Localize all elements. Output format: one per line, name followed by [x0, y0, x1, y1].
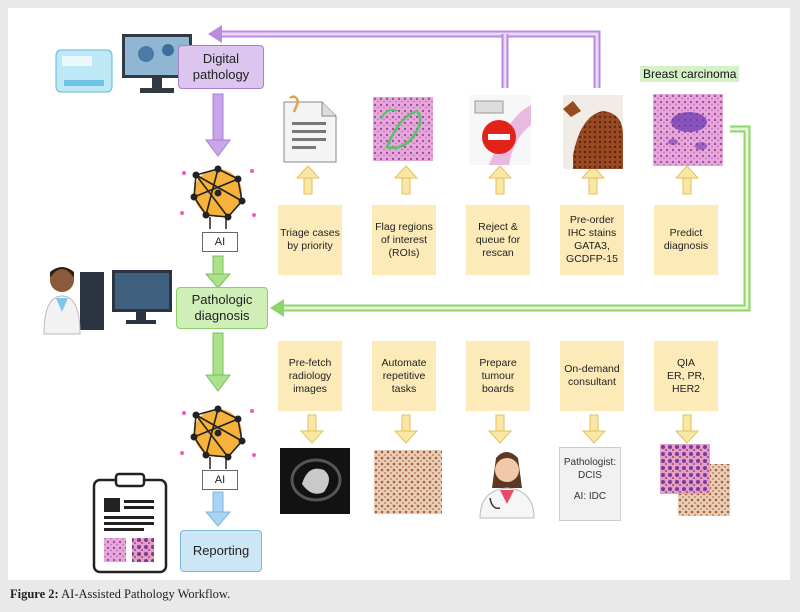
scanner-icon [55, 34, 192, 93]
neural-network-icon [180, 165, 256, 229]
bottom-yellow-arrows [299, 414, 700, 444]
female-doctor-icon [479, 452, 535, 519]
task-reject-rescan: Reject & queue for rescan [466, 205, 530, 275]
ai-label: AI [202, 232, 238, 252]
consult-line-ai: AI: IDC [573, 491, 607, 502]
feedback-loop-purple [208, 25, 601, 88]
workflow-diagram [43, 25, 751, 574]
doctor-computer-icon [43, 267, 172, 335]
task-automate-repetitive: Automate repetitive tasks [372, 341, 436, 411]
consult-card: Pathologist: DCIS AI: IDC [559, 447, 621, 521]
top-yellow-arrows [295, 165, 700, 195]
stained-tissue-icon [374, 450, 442, 514]
neural-network-icon [180, 405, 256, 469]
stage-digital-pathology: Digital pathology [178, 45, 264, 89]
qia-tissue-icon [660, 444, 730, 516]
consult-line-pathologist: Pathologist: [563, 457, 617, 468]
reject-icon [469, 95, 531, 165]
figure-caption: Figure 2: AI-Assisted Pathology Workflow… [10, 587, 230, 602]
flow-arrows [204, 93, 232, 527]
consult-line-dcis: DCIS [578, 470, 602, 481]
document-icon [283, 95, 337, 163]
task-triage: Triage cases by priority [278, 205, 342, 275]
task-prefetch-radiology: Pre-fetch radiology images [278, 341, 342, 411]
task-predict-diagnosis: Predict diagnosis [654, 205, 718, 275]
breast-carcinoma-label: Breast carcinoma [640, 66, 740, 82]
task-qia: QIA ER, PR, HER2 [654, 341, 718, 411]
breast-tissue-icon [653, 94, 723, 166]
stage-reporting: Reporting [180, 530, 262, 572]
caption-prefix: Figure 2: [10, 587, 59, 601]
clipboard-report-icon [92, 472, 168, 574]
ihc-slide-icon [563, 95, 623, 169]
radiology-image-icon [280, 448, 350, 514]
feedback-loop-green [270, 125, 751, 317]
tissue-slide-icon [373, 97, 433, 161]
task-flag-rois: Flag regions of interest (ROIs) [372, 205, 436, 275]
stage-pathologic-diagnosis: Pathologic diagnosis [176, 287, 268, 329]
task-tumour-boards: Prepare tumour boards [466, 341, 530, 411]
task-preorder-ihc: Pre-order IHC stains GATA3, GCDFP-15 [560, 205, 624, 275]
caption-text: AI-Assisted Pathology Workflow. [58, 587, 231, 601]
ai-label: AI [202, 470, 238, 490]
task-ondemand-consultant: On-demand consultant [560, 341, 624, 411]
